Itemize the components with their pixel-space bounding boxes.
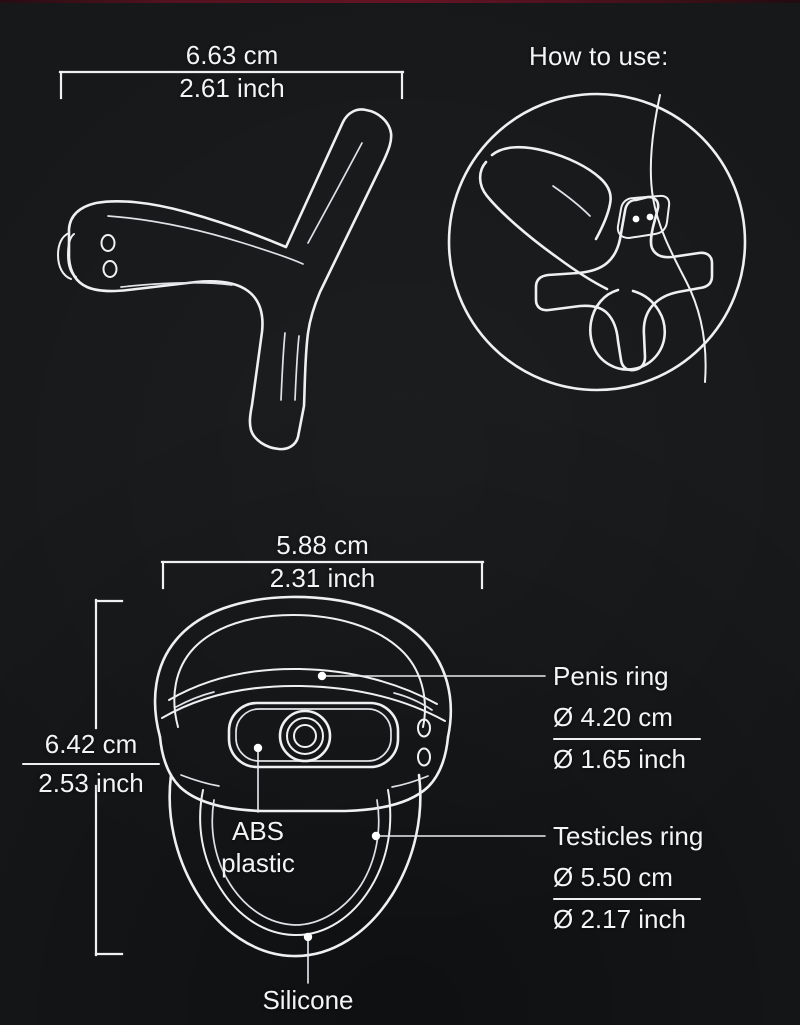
- product-front-view: [153, 595, 453, 958]
- bottom-width-inch: 2.31 inch: [269, 563, 376, 593]
- bottom-width-dimension: 5.88 cm: [162, 530, 483, 561]
- bottom-width-dimension-inch: 2.31 inch: [162, 563, 483, 594]
- callout-penis-ring-title: Penis ring: [553, 661, 669, 691]
- callout-penis-ring-cm: Ø 4.20 cm: [553, 701, 673, 732]
- top-width-inch: 2.61 inch: [179, 73, 285, 103]
- callout-penis-ring-inch: Ø 1.65 inch: [553, 743, 686, 774]
- callout-testicles-ring-inch: Ø 2.17 inch: [553, 903, 686, 934]
- top-width-dimension-inch: 2.61 inch: [60, 73, 404, 104]
- material-abs-plastic-line2: plastic: [221, 848, 295, 879]
- callout-testicles-ring: Testicles ring Ø 5.50 cm Ø 2.17 inch: [553, 821, 703, 936]
- callout-penis-ring: Penis ring Ø 4.20 cm Ø 1.65 inch: [553, 661, 701, 776]
- how-to-use-illustration: [447, 92, 747, 392]
- left-height-divider: [22, 762, 160, 765]
- left-height-bracket: [94, 598, 124, 957]
- material-abs-plastic-line1: ABS: [231, 816, 285, 846]
- top-width-bracket: [58, 70, 405, 100]
- left-height-inch: 2.53 inch: [38, 767, 144, 798]
- material-abs-plastic: ABS plastic: [196, 815, 320, 879]
- left-height-dimension: 6.42 cm 2.53 inch: [22, 729, 160, 798]
- top-width-dimension: 6.63 cm: [60, 40, 404, 71]
- callout-testicles-ring-divider: [553, 897, 701, 900]
- how-to-use-heading: How to use:: [529, 41, 669, 71]
- bottom-width-cm: 5.88 cm: [276, 530, 369, 560]
- callout-testicles-ring-cm: Ø 5.50 cm: [553, 861, 673, 892]
- bottom-width-bracket: [160, 560, 485, 590]
- material-silicone-line1: Silicone: [262, 985, 354, 1015]
- product-three-quarter-view: [57, 108, 393, 451]
- callout-penis-ring-divider: [553, 737, 701, 740]
- left-height-cm: 6.42 cm: [44, 729, 138, 759]
- top-width-cm: 6.63 cm: [185, 40, 279, 70]
- material-silicone: Silicone: [234, 984, 382, 1016]
- callout-testicles-ring-title: Testicles ring: [553, 821, 704, 851]
- leader-lines: [253, 671, 546, 984]
- top-accent-band: [0, 0, 800, 3]
